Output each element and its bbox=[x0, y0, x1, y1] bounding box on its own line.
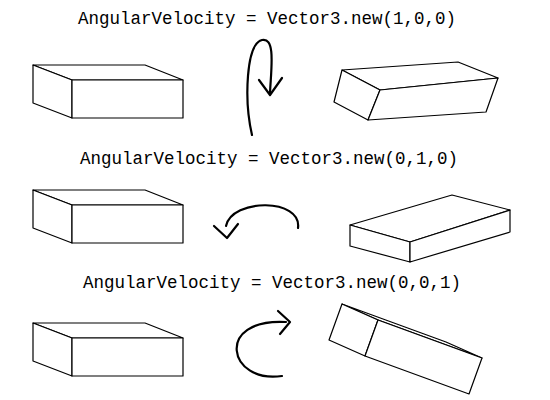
code-label: AngularVelocity = Vector3.new(1,0,0) bbox=[78, 8, 456, 30]
rotation-arrow-x bbox=[247, 40, 282, 135]
box-before-x bbox=[33, 65, 183, 118]
rotation-arrow-y bbox=[214, 205, 298, 238]
rotation-arrow-z bbox=[237, 311, 290, 377]
box-after-z bbox=[329, 304, 482, 394]
box-before-z bbox=[33, 323, 183, 376]
box-after-y bbox=[350, 195, 510, 262]
box-before-y bbox=[33, 190, 183, 243]
code-label: AngularVelocity = Vector3.new(0,1,0) bbox=[80, 148, 458, 170]
code-label: AngularVelocity = Vector3.new(0,0,1) bbox=[83, 272, 461, 294]
box-after-x bbox=[334, 62, 498, 120]
